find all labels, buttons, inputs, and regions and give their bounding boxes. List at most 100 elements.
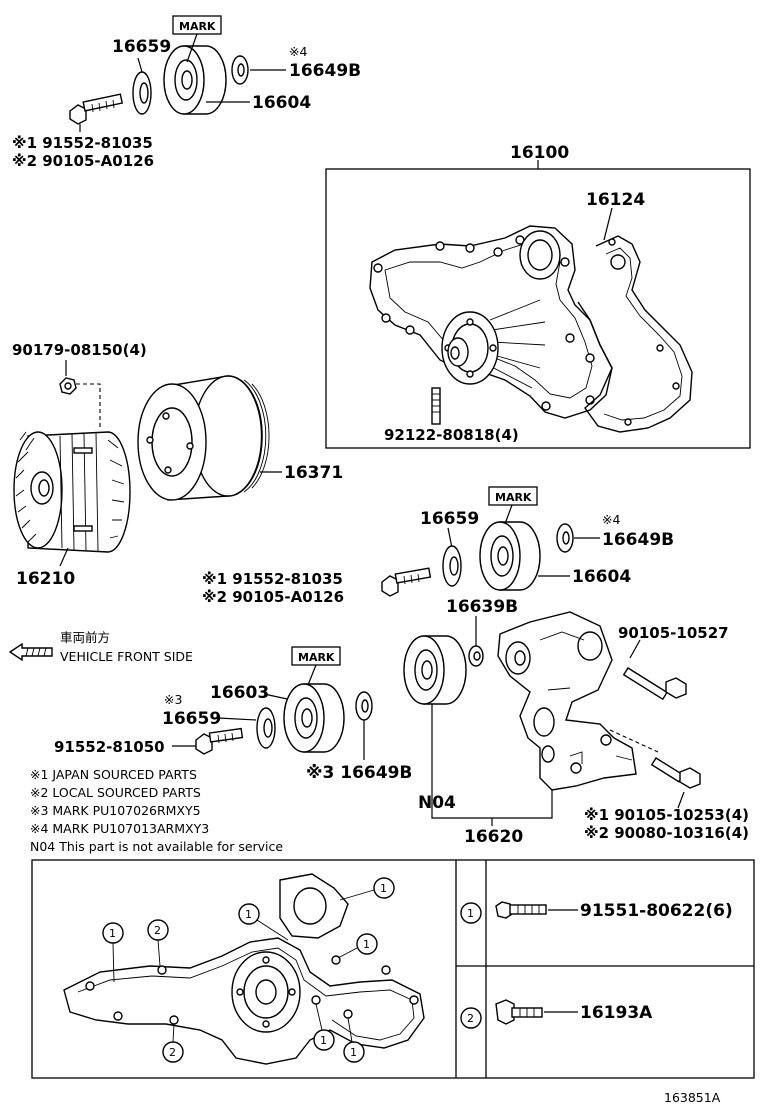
bottom-detail: 1 2 1 1 1 2 1 [31, 859, 755, 1079]
label-front-en: VEHICLE FRONT SIDE [60, 649, 193, 664]
idler-pulley-low-icon [283, 683, 345, 753]
label-16620: 16620 [464, 827, 523, 847]
label-16604-top: 16604 [252, 93, 311, 113]
tensioner-group: 16639B 90105-1052 [403, 597, 749, 847]
callout-1-c: 1 [339, 877, 395, 901]
label-16659-top: 16659 [112, 37, 171, 57]
legend1-part: 91551-80622(6) [580, 901, 733, 921]
gasket-16124-icon [577, 235, 693, 433]
mark-label-low: MARK [298, 651, 335, 664]
note-4: ※4 MARK PU107013ARMXY3 [30, 821, 209, 836]
pump-gasket-detail-icon [63, 873, 425, 1065]
front-direction: 車両前方 VEHICLE FRONT SIDE [8, 630, 193, 664]
label-90179: 90179-08150(4) [12, 341, 147, 359]
label-bolt-low-2: ※2 90080-10316(4) [584, 824, 749, 842]
note-n04: N04 This part is not available for servi… [30, 839, 283, 854]
fan-clutch-16210-icon [13, 431, 131, 553]
label-16371: 16371 [284, 463, 343, 483]
callout-1-d: 1 [337, 933, 378, 959]
callout-2-b: 2 [162, 1023, 184, 1063]
washer-16659-low-icon [256, 707, 276, 749]
label-16649b-low: ※3 16649B [306, 763, 412, 783]
svg-text:1: 1 [320, 1034, 327, 1047]
collar-16639b-icon [468, 645, 484, 667]
legend-row-1: 1 91551-80622(6) [460, 901, 733, 924]
bolt-top-icon [69, 93, 124, 125]
nut-90179-icon [59, 377, 77, 395]
legend2-part: 16193A [580, 1003, 653, 1023]
idler-pulley-mid-icon [479, 521, 541, 591]
washer-16649b-low-icon [355, 691, 373, 721]
callout-1-a: 1 [102, 922, 124, 983]
label-16659-low: 16659 [162, 709, 221, 729]
mark-label-mid: MARK [495, 491, 532, 504]
note-2: ※2 LOCAL SOURCED PARTS [30, 785, 201, 800]
note-1: ※1 JAPAN SOURCED PARTS [30, 767, 197, 782]
svg-text:1: 1 [467, 907, 474, 920]
water-pump-box [325, 168, 751, 449]
label-16659-mid: 16659 [420, 509, 479, 529]
label-16603: 16603 [210, 683, 269, 703]
bolt-91552-81050-icon [195, 727, 244, 755]
label-16124: 16124 [586, 190, 645, 210]
idler-pulley-top-icon [163, 45, 227, 115]
callout-1-e: 1 [313, 1003, 335, 1051]
label-16100: 16100 [510, 143, 569, 163]
callout-2-a: 2 [147, 919, 169, 967]
label-bolt-mid-1: ※1 91552-81035 [202, 570, 343, 588]
svg-text:1: 1 [109, 927, 116, 940]
reference-number: 163851A [664, 1090, 721, 1105]
label-16649b-mid-sym: ※4 [602, 512, 620, 527]
callout-1-f: 1 [343, 1017, 365, 1063]
stud-92122-icon [431, 387, 441, 425]
note-3: ※3 MARK PU107026RMXY5 [30, 803, 201, 818]
svg-text:2: 2 [467, 1012, 474, 1025]
label-16210: 16210 [16, 569, 75, 589]
svg-text:1: 1 [245, 908, 252, 921]
fan-group: 90179-08150(4) 16210 [12, 341, 343, 589]
washer-16659-top-icon [132, 71, 152, 115]
label-bolt-low-1: ※1 90105-10253(4) [584, 806, 749, 824]
tensioner-bracket-icon [497, 611, 637, 791]
label-91552-81050: 91552-81050 [54, 738, 165, 756]
svg-text:2: 2 [154, 924, 161, 937]
water-pump-group: 16100 16124 [325, 143, 751, 449]
svg-text:1: 1 [350, 1046, 357, 1059]
arrow-left-icon [8, 642, 53, 662]
label-92122: 92122-80818(4) [384, 426, 519, 444]
label-bolt-top-2: ※2 90105-A0126 [12, 152, 154, 170]
label-bolt-mid-2: ※2 90105-A0126 [202, 588, 344, 606]
bolt-mid-icon [381, 567, 432, 597]
legend-row-2: 2 16193A [460, 999, 653, 1029]
label-16649b-top-sym: ※4 [289, 44, 307, 59]
top-idler-group: MARK 16659 ※4 16649B 16604 ※1 91552-8103… [12, 15, 361, 170]
washer-16659-mid-icon [442, 545, 462, 587]
mark-label-top: MARK [179, 20, 216, 33]
label-16649b-top: 16649B [289, 61, 361, 81]
svg-text:2: 2 [169, 1046, 176, 1059]
mark-box-mid [488, 486, 538, 506]
flange-bolt-1-icon [495, 901, 547, 919]
washer-16649b-mid-icon [556, 523, 574, 553]
middle-idler-group: MARK 16659 ※4 16649B 16604 [202, 486, 674, 606]
label-16649b-mid: 16649B [602, 530, 674, 550]
svg-text:1: 1 [380, 882, 387, 895]
label-16639b: 16639B [446, 597, 518, 617]
label-front-jp: 車両前方 [60, 630, 110, 645]
water-pump-body-icon [369, 225, 613, 419]
label-16659-low-sym: ※3 [164, 692, 182, 707]
svg-text:1: 1 [363, 938, 370, 951]
label-90105-10527: 90105-10527 [618, 624, 729, 642]
fan-pulley-16371-icon [137, 375, 270, 501]
label-16604-mid: 16604 [572, 567, 631, 587]
flange-bolt-2-icon [495, 999, 543, 1025]
bottom-detail-box [31, 859, 755, 1079]
label-N04: N04 [418, 793, 456, 813]
lower-idler-group: MARK 16603 ※3 16659 ※3 16649B [54, 646, 412, 783]
label-bolt-top-1: ※1 91552-81035 [12, 134, 153, 152]
callout-1-b: 1 [238, 903, 289, 941]
notes-block: ※1 JAPAN SOURCED PARTS ※2 LOCAL SOURCED … [30, 767, 283, 854]
bolt-90105-10527-icon [622, 667, 687, 701]
tensioner-pulley-icon [403, 635, 467, 705]
